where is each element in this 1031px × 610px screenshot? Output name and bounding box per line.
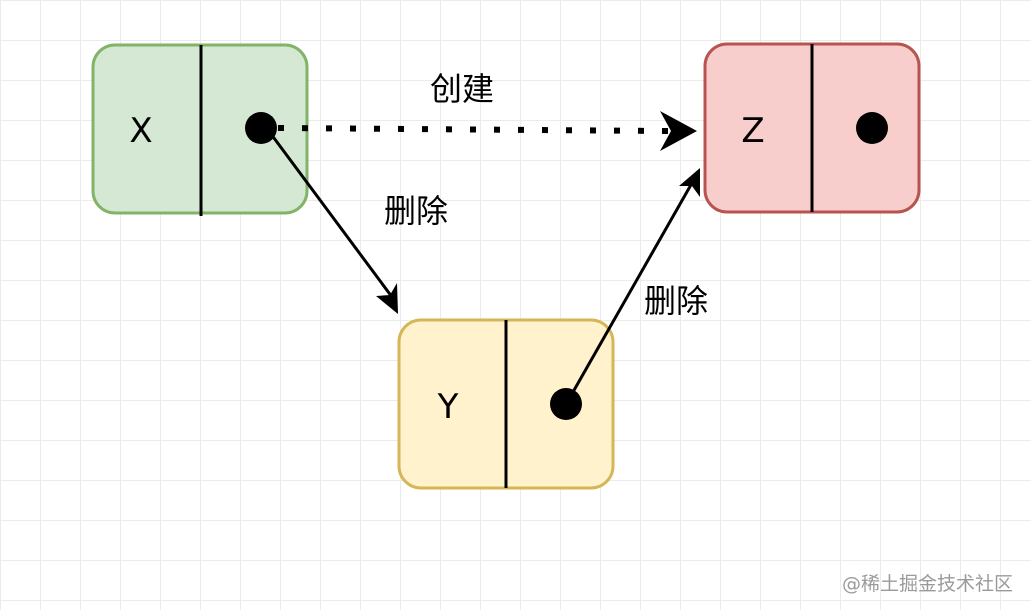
node-x[interactable]: X [91, 43, 309, 216]
edge-x-to-z-label: 创建 [430, 70, 494, 108]
watermark-text: @稀土掘金技术社区 [841, 573, 1013, 595]
node-y-pointer-dot [550, 388, 582, 420]
node-z-label: Z [741, 111, 764, 151]
edge-x-to-z-line [277, 125, 669, 134]
edge-x-to-z[interactable]: 创建 [277, 70, 697, 151]
edge-y-to-z-label: 删除 [644, 282, 708, 320]
node-z[interactable]: Z [703, 42, 921, 214]
edge-y-to-z-arrowhead [679, 168, 700, 197]
edge-x-to-y-line [269, 133, 394, 298]
node-x-label: X [129, 111, 152, 151]
node-x-pointer-dot [245, 112, 277, 144]
edge-y-to-z[interactable]: 删除 [571, 168, 708, 393]
edge-x-to-y-arrowhead [376, 283, 398, 314]
node-y[interactable]: Y [397, 318, 615, 490]
edge-x-to-y[interactable]: 删除 [269, 133, 448, 314]
node-z-pointer-dot [856, 112, 888, 144]
edge-x-to-y-label: 删除 [384, 192, 448, 230]
node-y-label: Y [437, 387, 459, 427]
edge-y-to-z-line [571, 182, 694, 393]
edge-x-to-z-arrowhead [660, 111, 697, 151]
